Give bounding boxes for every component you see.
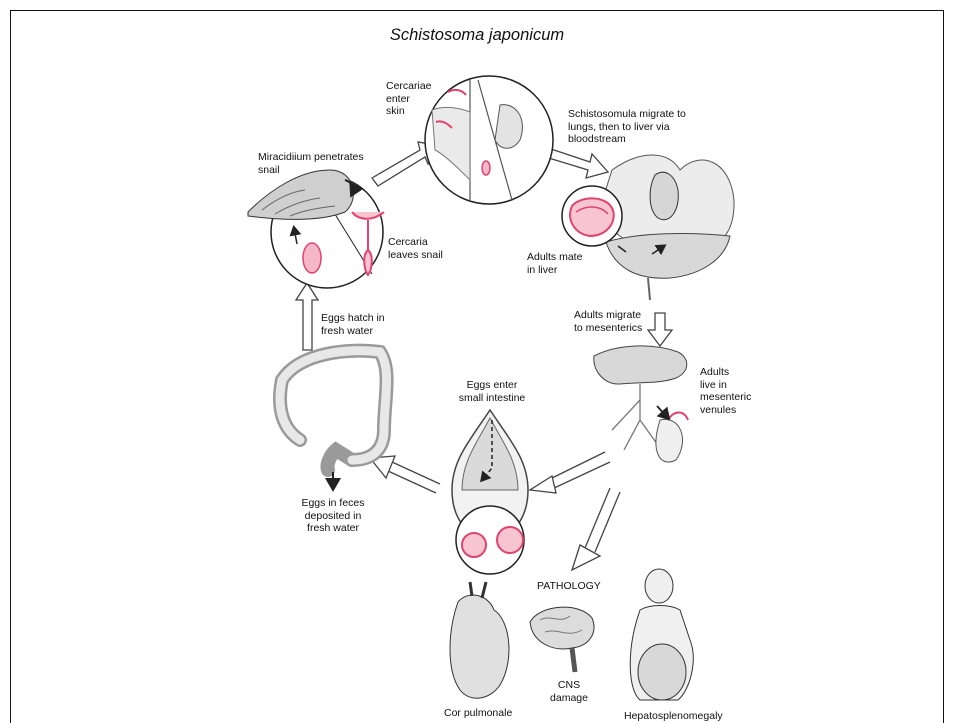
- brain-figure: [530, 607, 594, 672]
- heart-figure: [450, 582, 509, 698]
- snail-circle: [248, 170, 384, 288]
- liver-inset-circle: [562, 186, 622, 246]
- label-cercaria-leaves-snail: Cercaria leaves snail: [388, 236, 443, 261]
- label-eggs-in-feces: Eggs in feces deposited in fresh water: [270, 497, 396, 535]
- cycle-arrow-mesenterics-to-intestine: [530, 452, 610, 493]
- label-cns-damage: CNS damage: [540, 679, 598, 704]
- small-intestine: [452, 410, 528, 574]
- cycle-arrow-intestine-to-colon: [370, 456, 440, 493]
- colon: [280, 351, 387, 488]
- label-miracidium-penetrates: Miracidiium penetrates snail: [258, 151, 364, 176]
- label-adults-live: Adults live in mesenteric venules: [700, 366, 751, 416]
- page-title: Schistosoma japonicum: [0, 26, 954, 45]
- label-schistosomula-migrate: Schistosomula migrate to lungs, then to …: [568, 108, 686, 146]
- skin-circle: [425, 76, 553, 204]
- cycle-arrow-colon-to-snail: [296, 283, 318, 350]
- lungs-and-liver: [603, 155, 734, 300]
- child-figure: [630, 569, 693, 700]
- mesenteric-liver: [594, 346, 688, 462]
- label-eggs-enter-intestine: Eggs enter small intestine: [437, 379, 547, 404]
- cycle-arrow-liver-to-mesenterics: [648, 313, 672, 346]
- label-eggs-hatch: Eggs hatch in fresh water: [321, 312, 385, 337]
- label-adults-migrate: Adults migrate to mesenterics: [574, 309, 642, 334]
- label-cor-pulmonale: Cor pulmonale: [444, 707, 512, 720]
- label-cercariae-enter-skin: Cercariae enter skin: [386, 80, 432, 118]
- label-pathology: PATHOLOGY: [537, 580, 601, 593]
- label-adults-mate: Adults mate in liver: [527, 251, 582, 276]
- cycle-arrow-mesenterics-to-pathology: [572, 488, 620, 570]
- label-hepatosplenomegaly: Hepatosplenomegaly: [624, 710, 723, 723]
